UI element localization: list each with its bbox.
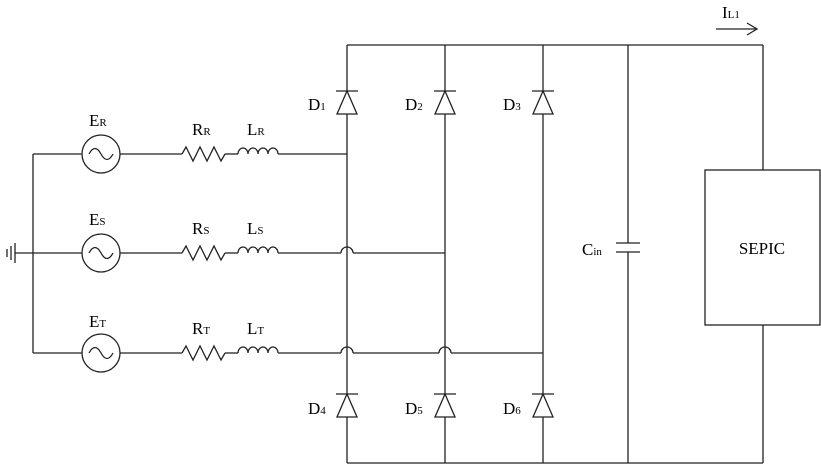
label-inductor-lt: LT (247, 319, 264, 338)
diode-d4-icon (336, 392, 358, 418)
current-arrow-icon (716, 22, 759, 36)
diode-d5-icon (434, 392, 456, 418)
label-diode-d1: D1 (308, 95, 326, 114)
label-source-es: ES (89, 210, 106, 229)
diode-d2-icon (434, 89, 456, 115)
label-resistor-rs: RS (192, 219, 209, 238)
phase-s-branch (33, 233, 445, 273)
label-diode-d4: D4 (308, 399, 326, 418)
label-inductor-lr: LR (247, 120, 265, 139)
diode-d3-icon (532, 89, 554, 115)
label-source-et: ET (89, 312, 106, 331)
ground-icon (6, 243, 33, 263)
phase-t-branch (33, 333, 543, 373)
capacitor-cin-icon (616, 45, 640, 463)
label-capacitor-cin: Cin (582, 240, 602, 259)
diode-d1-icon (336, 89, 358, 115)
phase-r-branch (33, 134, 347, 174)
label-source-er: ER (89, 111, 107, 130)
diode-d6-icon (532, 392, 554, 418)
label-diode-d2: D2 (405, 95, 423, 114)
label-resistor-rr: RR (192, 120, 211, 139)
label-inductor-ls: LS (247, 219, 264, 238)
label-sepic: SEPIC (739, 239, 785, 258)
label-current-il1: IL1 (722, 3, 740, 22)
label-diode-d6: D6 (503, 399, 521, 418)
label-resistor-rt: RT (192, 319, 210, 338)
label-diode-d3: D3 (503, 95, 521, 114)
sepic-block (704, 169, 821, 326)
label-diode-d5: D5 (405, 399, 423, 418)
